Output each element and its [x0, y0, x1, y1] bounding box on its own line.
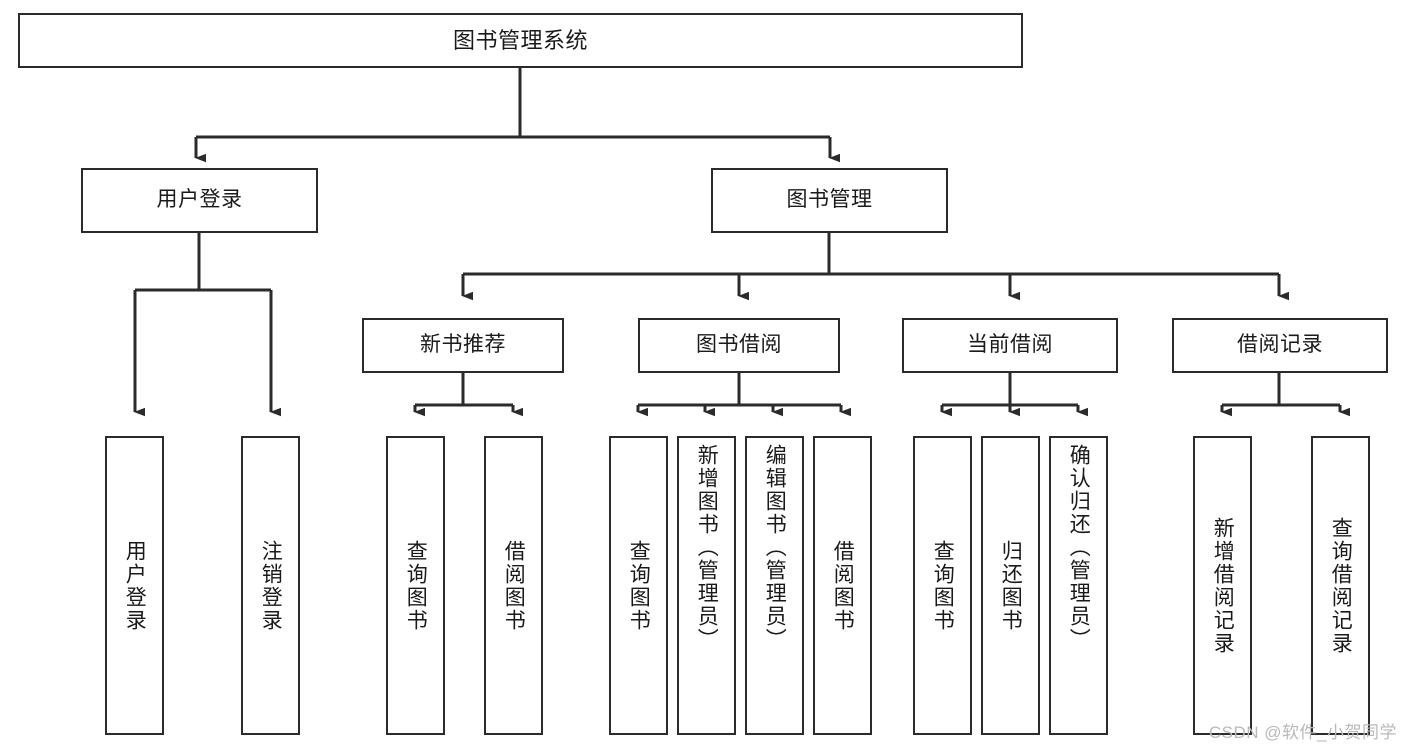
- node-label: 查询图书: [404, 539, 428, 632]
- node-borrow-record[interactable]: 借阅记录: [1172, 318, 1388, 373]
- node-label: 确认归还（管理员）: [1067, 444, 1091, 651]
- node-book-borrow[interactable]: 图书借阅: [638, 318, 840, 373]
- node-label: 图书借阅: [696, 333, 782, 357]
- node-label: 注销登录: [259, 539, 283, 632]
- node-current-borrow[interactable]: 当前借阅: [902, 318, 1118, 373]
- node-book-management[interactable]: 图书管理: [711, 168, 948, 233]
- node-label: 查询图书: [627, 539, 651, 632]
- node-user-login[interactable]: 用户登录: [81, 168, 318, 233]
- node-label: 图书管理系统: [452, 27, 588, 53]
- node-label: 归还图书: [999, 539, 1023, 632]
- leaf-add-book-admin[interactable]: 新增图书（管理员）: [677, 436, 736, 735]
- leaf-query-book-borrow[interactable]: 查询图书: [609, 436, 668, 735]
- node-label: 新书推荐: [420, 333, 506, 357]
- leaf-borrow-book-recommendation[interactable]: 借阅图书: [484, 436, 543, 735]
- leaf-query-book-current[interactable]: 查询图书: [913, 436, 972, 735]
- node-label: 当前借阅: [967, 333, 1053, 357]
- node-label: 借阅图书: [502, 539, 526, 632]
- leaf-edit-book-admin[interactable]: 编辑图书（管理员）: [745, 436, 804, 735]
- node-label: 新增借阅记录: [1211, 516, 1235, 655]
- leaf-borrow-book[interactable]: 借阅图书: [813, 436, 872, 735]
- leaf-return-book[interactable]: 归还图书: [981, 436, 1040, 735]
- leaf-confirm-return-admin[interactable]: 确认归还（管理员）: [1049, 436, 1108, 735]
- node-label: 用户登录: [123, 539, 147, 632]
- node-new-book-recommendation[interactable]: 新书推荐: [362, 318, 564, 373]
- node-label: 查询借阅记录: [1329, 516, 1353, 655]
- node-root-system[interactable]: 图书管理系统: [18, 13, 1023, 68]
- leaf-query-book-recommendation[interactable]: 查询图书: [386, 436, 445, 735]
- node-label: 图书管理: [786, 188, 873, 212]
- leaf-logout[interactable]: 注销登录: [241, 436, 300, 735]
- node-label: 借阅记录: [1237, 333, 1323, 357]
- node-label: 用户登录: [156, 188, 243, 212]
- node-label: 编辑图书（管理员）: [763, 444, 787, 651]
- node-label: 借阅图书: [831, 539, 855, 632]
- node-label: 查询图书: [931, 539, 955, 632]
- leaf-user-login[interactable]: 用户登录: [105, 436, 164, 735]
- node-label: 新增图书（管理员）: [695, 444, 719, 651]
- leaf-add-borrow-record[interactable]: 新增借阅记录: [1193, 436, 1252, 735]
- leaf-query-borrow-record[interactable]: 查询借阅记录: [1311, 436, 1370, 735]
